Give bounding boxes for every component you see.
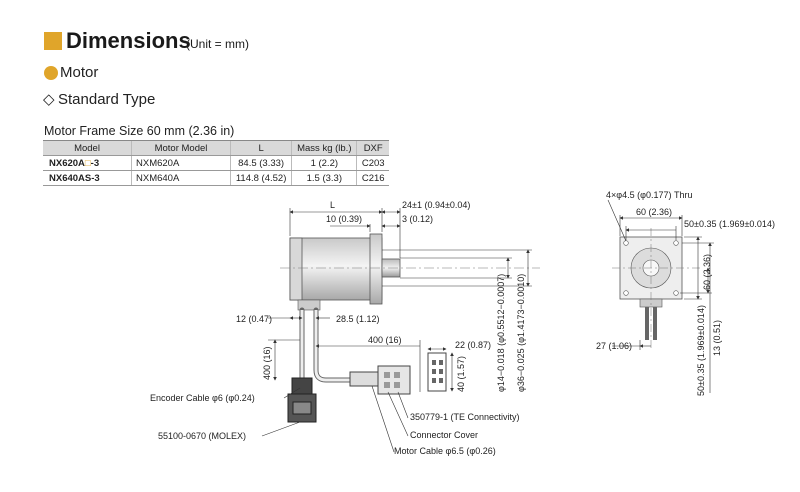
encoder-connector [287, 377, 317, 423]
table-row: NX640AS-3 NXM640A 114.8 (4.52) 1.5 (3.3)… [43, 170, 389, 186]
dim-400-horizontal: 400 (16) [368, 335, 402, 345]
dim-10: 10 (0.39) [326, 214, 362, 224]
table-header-row: Model Motor Model L Mass kg (lb.) DXF [43, 140, 389, 156]
col-model: Model [43, 140, 132, 156]
front-dimension-lines [607, 199, 714, 393]
section-standard-type: Standard Type [58, 91, 156, 108]
dim-shaft-diameter: φ14−0.018 (φ0.5512−0.0007) [496, 274, 506, 392]
callout-connector-cover: Connector Cover [410, 430, 478, 440]
connector-end-view [427, 352, 447, 392]
cell-mass: 1 (2.2) [291, 155, 357, 171]
callout-te-connector: 350779-1 (TE Connectivity) [410, 412, 520, 422]
dim-400-vertical: 400 (16) [262, 346, 272, 380]
dim-3: 3 (0.12) [402, 214, 433, 224]
dim-40: 40 (1.57) [456, 356, 466, 392]
dim-60-horizontal: 60 (2.36) [636, 207, 672, 217]
page-title: Dimensions [66, 28, 191, 53]
dim-mounting-holes: 4×φ4.5 (φ0.177) Thru [606, 190, 692, 200]
spec-table: Model Motor Model L Mass kg (lb.) DXF NX… [43, 140, 389, 186]
cell-mass: 1.5 (3.3) [291, 170, 357, 186]
callout-molex: 55100-0670 (MOLEX) [158, 431, 246, 441]
cell-L: 114.8 (4.52) [229, 170, 292, 186]
title-marker-icon [44, 32, 62, 50]
dim-pilot-diameter: φ36−0.025 (φ1.4173−0.0010) [516, 274, 526, 392]
dim-pcd-horizontal: 50±0.35 (1.969±0.014) [684, 219, 775, 229]
cell-dxf: C216 [356, 170, 389, 186]
model-suffix: -3 [90, 157, 100, 169]
section-motor: Motor [60, 64, 99, 81]
side-dimension-lines [268, 208, 532, 392]
table-row: NX620A□-3 NXM620A 84.5 (3.33) 1 (2.2) C2… [43, 155, 389, 171]
col-L: L [229, 140, 292, 156]
page-title-unit: (Unit = mm) [186, 37, 249, 51]
motor-connector [349, 365, 411, 395]
col-mass: Mass kg (lb.) [291, 140, 357, 156]
callout-motor-cable: Motor Cable φ6.5 (φ0.26) [394, 446, 496, 456]
callout-leaders [261, 385, 409, 453]
cell-L: 84.5 (3.33) [229, 155, 292, 171]
frame-size-title: Motor Frame Size 60 mm (2.36 in) [44, 124, 235, 138]
motor-side-view [289, 233, 401, 311]
cell-motor-model: NXM640A [131, 170, 231, 186]
dim-13: 13 (0.51) [712, 320, 722, 356]
cell-motor-model: NXM620A [131, 155, 231, 171]
col-motor-model: Motor Model [131, 140, 231, 156]
cell-dxf: C203 [356, 155, 389, 171]
diamond-outline-icon: ◇ [43, 91, 55, 108]
motor-bullet-icon [44, 66, 58, 80]
dim-28-5: 28.5 (1.12) [336, 314, 380, 324]
col-dxf: DXF [356, 140, 389, 156]
dim-27: 27 (1.06) [596, 341, 632, 351]
callout-encoder-cable: Encoder Cable φ6 (φ0.24) [150, 393, 255, 403]
cell-model: NX620A□-3 [43, 155, 132, 171]
model-box-placeholder: □ [84, 157, 91, 169]
dim-L: L [330, 200, 335, 210]
dim-shaft-length: 24±1 (0.94±0.04) [402, 200, 470, 210]
dim-12: 12 (0.47) [236, 314, 272, 324]
cell-model: NX640AS-3 [43, 170, 132, 186]
dim-60-vertical: 60 (2.36) [702, 254, 712, 290]
model-prefix: NX620A [49, 157, 85, 169]
dim-22: 22 (0.87) [455, 340, 491, 350]
model-prefix: NX640AS-3 [49, 172, 100, 184]
dim-pcd-vertical: 50±0.35 (1.969±0.014) [696, 305, 706, 396]
